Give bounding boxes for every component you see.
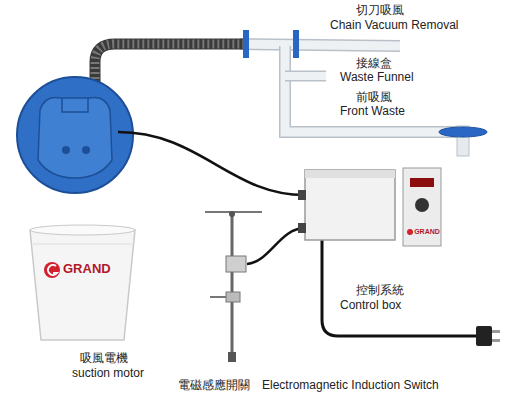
funnel-pipe [285, 72, 326, 80]
bucket-ridge [33, 244, 132, 245]
suction-hose [95, 44, 243, 84]
pipe-clamp [243, 30, 249, 58]
hose-ribs [95, 44, 243, 84]
lid-bolt [82, 146, 90, 154]
brand-logo-text: GRAND [414, 228, 440, 236]
panel-logo [407, 229, 413, 235]
chain-pipe [240, 44, 400, 46]
part-label: suction motor [72, 367, 144, 381]
part-label: 吸風電機 [80, 352, 128, 366]
switch-foot [228, 352, 236, 362]
front-pipe-outline [285, 46, 462, 132]
part-label: 電磁感應開關 [178, 379, 250, 393]
pipe-clamp [293, 30, 299, 58]
motor-cable [118, 132, 305, 195]
brand-logo-mark [48, 265, 57, 275]
front-pipe [285, 46, 462, 132]
part-label: Waste Funnel [340, 71, 414, 85]
control-panel [403, 168, 441, 246]
brand-logo [44, 262, 60, 278]
panel-display [410, 178, 434, 187]
panel-knob [415, 198, 429, 212]
switch-bracket [210, 296, 226, 298]
brand-logo-text: GRAND [63, 262, 111, 277]
lid-detail [62, 98, 88, 112]
waste-bucket [30, 230, 135, 340]
plug-pin [492, 339, 500, 342]
induction-switch [205, 211, 262, 362]
part-label: Electromagnetic Induction Switch [262, 379, 439, 393]
part-label: Chain Vacuum Removal [330, 19, 459, 33]
switch-sensor [226, 256, 246, 272]
part-label: 接線盒 [356, 57, 392, 71]
lid-bolt [62, 146, 70, 154]
switch-rod [231, 212, 234, 362]
bucket-rim [30, 225, 135, 235]
funnel-pipe-outline [285, 71, 326, 82]
cable-gland [298, 190, 306, 200]
plug-pin [492, 330, 500, 333]
control-box [305, 170, 395, 240]
lid-inner-face [38, 98, 112, 179]
part-label: 控制系統 [356, 284, 404, 298]
sensor-cable [247, 228, 305, 264]
chain-pipe-outline [240, 44, 400, 46]
power-plug [476, 326, 492, 346]
switch-clamp [226, 292, 240, 302]
power-cable [322, 240, 478, 336]
control-box-lid [305, 170, 395, 178]
motor-lid [17, 77, 133, 193]
switch-pivot [229, 211, 235, 217]
part-label: 前吸風 [356, 91, 392, 105]
cable-gland [298, 223, 306, 233]
part-label: Control box [340, 299, 401, 313]
front-flange [439, 127, 487, 137]
pipe-set [240, 30, 487, 156]
part-label: Front Waste [340, 105, 405, 119]
part-label: 切刀吸風 [356, 4, 404, 18]
